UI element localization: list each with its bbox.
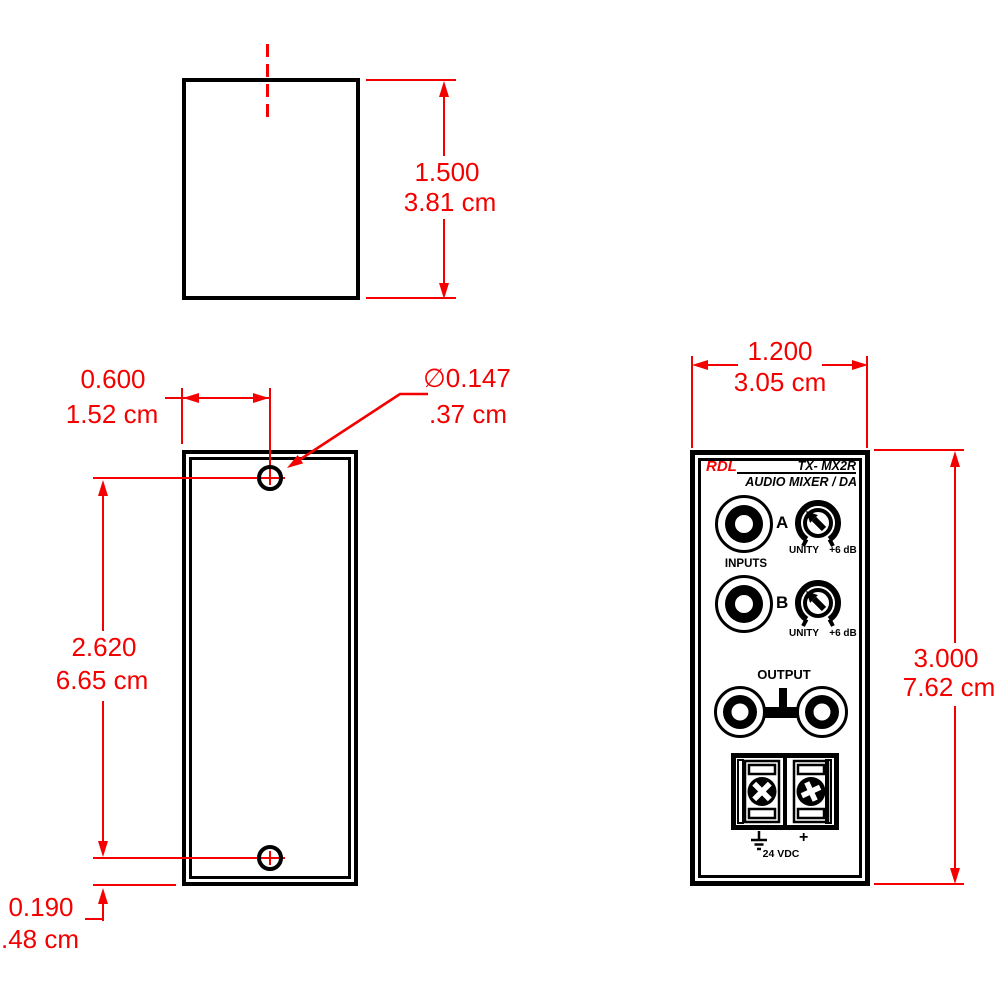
dim-arrow-left [692,360,708,370]
knob-b-max-label: +6 dB [829,628,857,639]
power-voltage-label: 24 VDC [762,848,800,860]
dim-ext-line [181,388,184,444]
dim-hole-dia-cm: .37 cm [428,399,508,429]
dim-ext-line [866,356,869,448]
dim-hole-spacing-cm: 6.65 cm [55,665,149,695]
brand-logo: RDL [706,458,737,475]
dim-ext-line [93,884,176,887]
dim-panel-height-in: 3.000 [913,643,979,673]
dim-arrow-up [439,81,449,97]
dim-arrow-up [98,888,108,904]
hole-diameter-leader [287,392,428,468]
knob-b-min-label: UNITY [789,628,819,639]
gain-knob-b-icon [795,580,841,627]
dim-arrow-up [950,451,960,467]
dim-arrow-up [98,480,108,496]
dim-panel-height-cm: 7.62 cm [902,672,996,702]
hole-cross [269,471,272,485]
input-a-label: A [776,513,789,532]
output-label: OUTPUT [757,667,811,682]
hole-center-extension-line [93,477,285,480]
dim-line [954,466,957,643]
dim-top-height-in: 1.500 [414,157,480,187]
knob-a-max-label: +6 dB [829,545,857,556]
knob-a-min-label: UNITY [789,545,819,556]
dim-panel-width-cm: 3.05 cm [733,367,827,397]
dim-line [102,701,105,842]
dim-hole-offset-cm: 1.52 cm [65,399,159,429]
dim-arrow-down [439,283,449,299]
dim-top-height-cm: 3.81 cm [403,187,497,217]
mounting-hole-top [257,465,283,491]
dim-hole-spacing-in: 2.620 [71,632,137,662]
front-view-outline [182,450,358,886]
power-terminal-block-icon [731,753,839,830]
dim-arrow-down [98,841,108,857]
dim-hole-offset-in: 0.600 [80,364,146,394]
output-jacks-icon [714,686,848,738]
ground-icon [751,831,767,851]
dim-line [822,364,854,367]
dim-line [165,397,270,400]
dim-arrow-down [950,868,960,884]
top-view-outline [182,78,360,300]
inputs-label: INPUTS [724,558,768,570]
dim-line [954,706,957,868]
dim-hole-dia-in: ∅0.147 [423,363,511,393]
dim-line [443,219,446,284]
dim-panel-width-in: 1.200 [747,336,813,366]
polarity-plus-label: + [799,829,809,846]
dim-line [102,495,105,631]
panel-inner-outline [698,458,862,878]
rca-jack-b-icon [715,575,773,633]
hole-cross [269,851,272,865]
dim-leader-line [102,903,105,921]
model-label: TX- MX2R [797,459,856,473]
gain-knob-a-icon [795,500,841,547]
dim-bottom-offset-in: 0.190 [8,892,74,922]
dim-ext-line [366,79,456,82]
dim-line [706,364,738,367]
hole-center-extension-line [93,857,285,860]
dim-arrow-left [183,393,199,403]
input-b-label: B [776,593,789,612]
hole-centerline [269,388,272,478]
dim-ext-line [874,449,964,452]
dim-ext-line [691,356,694,448]
rca-jack-a-icon [715,495,773,553]
dim-bottom-offset-cm: .48 cm [0,924,80,954]
dim-arrow-right [253,393,269,403]
top-view-centerline [266,44,269,118]
panel-subtitle: AUDIO MIXER / DA [745,475,857,489]
dim-leader-line [85,918,104,921]
dim-line [443,96,446,156]
dim-ext-line [874,883,964,886]
dim-arrow-right [852,360,868,370]
front-view-inner-outline [189,457,351,879]
mounting-hole-bottom [257,845,283,871]
dim-ext-line [366,297,456,300]
header-underline [737,472,856,474]
